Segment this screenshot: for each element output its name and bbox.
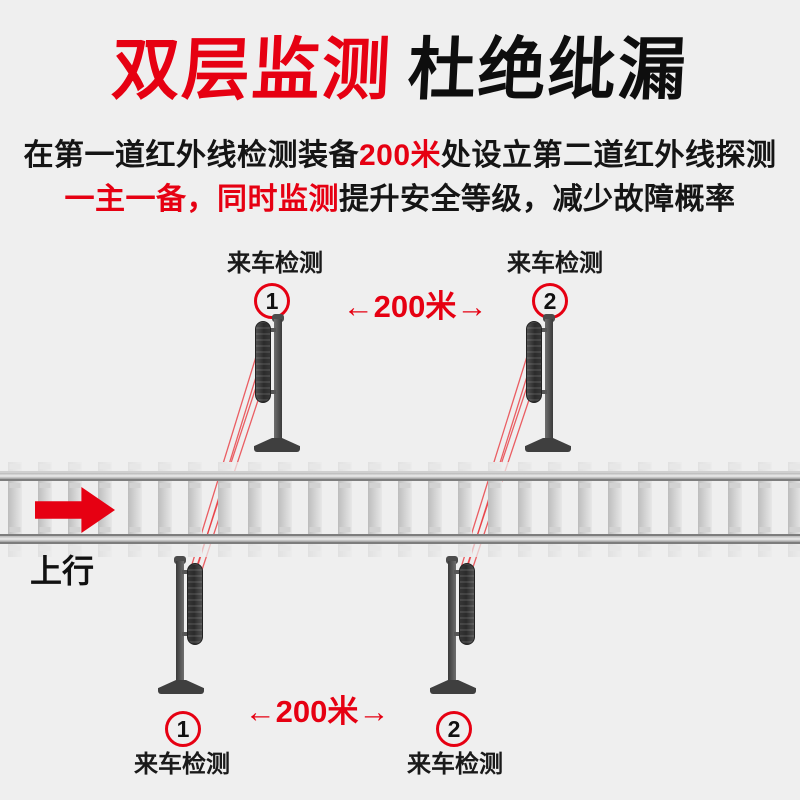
title-rest: 杜绝纰漏 <box>406 32 691 108</box>
bottom-detector2-number: 2 <box>447 715 461 742</box>
direction-label: 上行 <box>30 553 95 589</box>
subtitle2-post: 提升安全等级，减少故障概率 <box>339 183 736 216</box>
post-base <box>254 438 300 452</box>
top-detector2-label: 来车检测 <box>507 250 603 277</box>
infrared-sensor-icon <box>187 563 203 645</box>
bottom-detector1-label: 来车检测 <box>134 751 230 778</box>
top-detector1-number: 1 <box>265 287 279 314</box>
top-detector1-label: 来车检测 <box>227 250 323 277</box>
subtitle1-post: 处设立第二道红外线探测 <box>441 139 777 172</box>
detector-post-bottom-1 <box>156 556 206 694</box>
post-pole <box>176 561 184 681</box>
infrared-sensor-icon <box>459 563 475 645</box>
bottom-detector1-number-badge: 1 <box>165 711 201 747</box>
infrared-sensor-icon <box>526 321 542 403</box>
bottom-distance-label: ←200米→ <box>244 694 390 729</box>
subtitle1-pre: 在第一道红外线检测装备 <box>23 139 359 172</box>
post-base <box>430 680 476 694</box>
infrared-sensor-icon <box>255 321 271 403</box>
page-title: 双层监测杜绝纰漏 <box>0 24 800 116</box>
detector-post-top-1 <box>252 314 302 452</box>
post-pole <box>448 561 456 681</box>
subtitle1-highlight: 200米 <box>358 139 442 172</box>
post-base <box>525 438 571 452</box>
track-fade-bottom <box>0 544 800 557</box>
railway-track <box>0 462 800 557</box>
post-cap <box>543 314 555 322</box>
rail-clips <box>0 527 800 532</box>
title-highlight: 双层监测 <box>109 32 394 108</box>
top-distance-label: ←200米→ <box>342 289 488 324</box>
post-pole <box>274 319 282 439</box>
track-fade-top <box>0 462 800 473</box>
rail-clips <box>0 483 800 488</box>
bottom-detector2-number-badge: 2 <box>436 711 472 747</box>
bottom-detector2-label: 来车检测 <box>407 751 503 778</box>
subtitle2-highlight: 一主一备，同时监测 <box>64 183 339 216</box>
post-base <box>158 680 204 694</box>
subtitle-line1: 在第一道红外线检测装备200米处设立第二道红外线探测 <box>0 130 800 174</box>
top-detector2-number: 2 <box>543 287 557 314</box>
post-cap <box>272 314 284 322</box>
bottom-detector1-number: 1 <box>176 715 190 742</box>
subtitle-line2: 一主一备，同时监测提升安全等级，减少故障概率 <box>0 174 800 218</box>
detector-post-bottom-2 <box>428 556 478 694</box>
post-pole <box>545 319 553 439</box>
detector-post-top-2 <box>523 314 573 452</box>
rail-bottom <box>0 534 800 544</box>
